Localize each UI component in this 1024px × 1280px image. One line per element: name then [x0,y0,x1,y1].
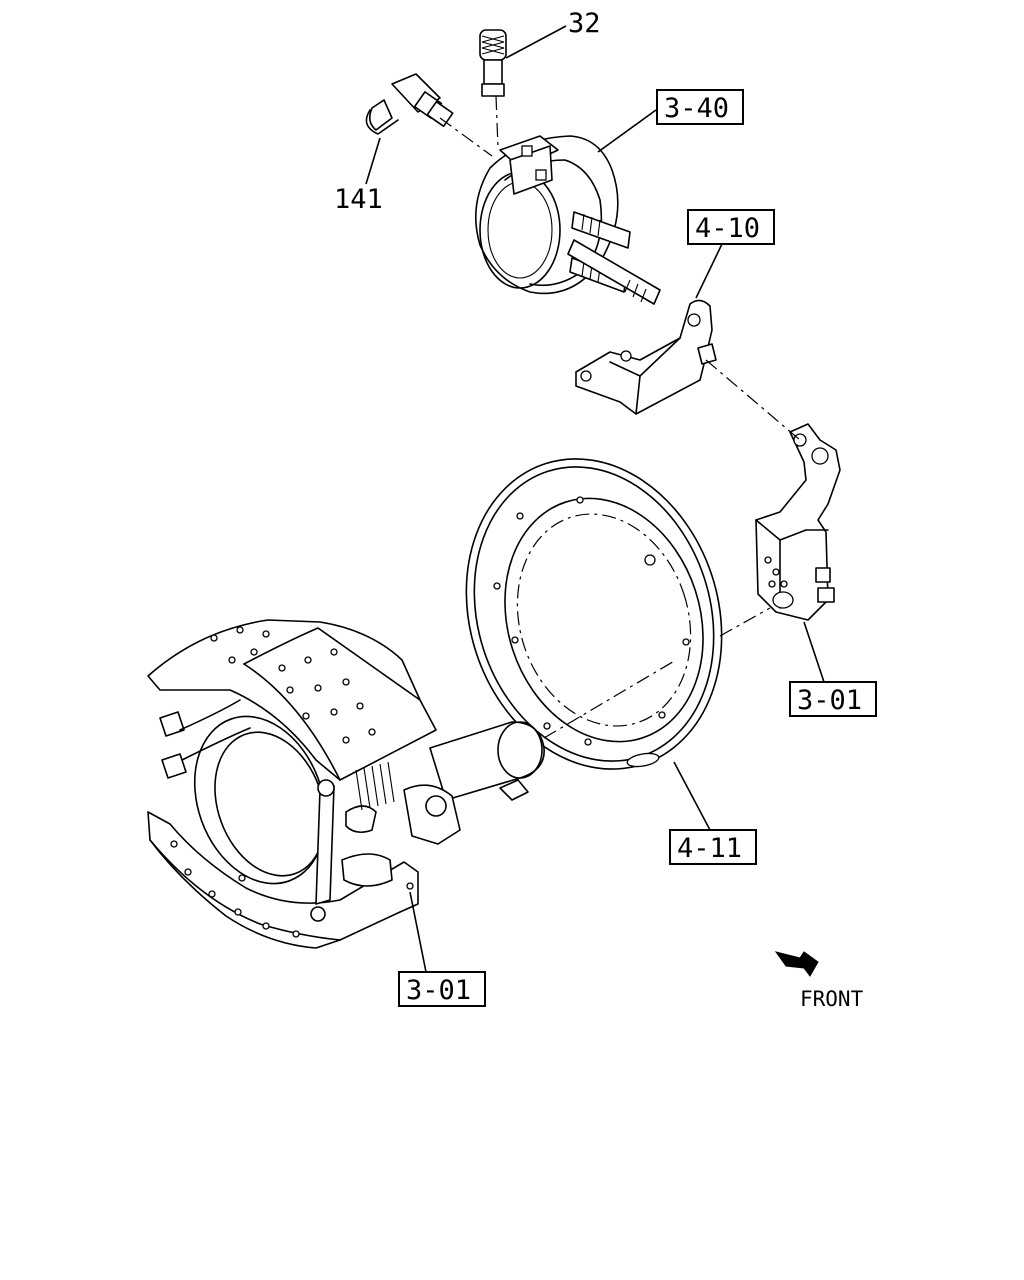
ref-label-3-01-bottom: 3-01 [406,975,471,1006]
ref-label-4-10: 4-10 [695,213,760,244]
ref-box-3-01-bottom [398,971,486,1007]
callout-32: 32 [568,8,601,39]
leader-lines [365,25,825,973]
ref-box-4-11 [669,829,757,865]
callout-141: 141 [334,184,383,215]
ref-box-3-40 [656,89,744,125]
slack-adjuster [755,423,841,621]
part-32-fitting [479,29,507,97]
ref-box-4-10 [687,209,775,245]
ref-label-4-11: 4-11 [677,833,742,864]
part-141-connector [365,73,454,135]
ref-label-3-40: 3-40 [664,93,729,124]
ref-label-3-01-right: 3-01 [797,685,862,716]
mounting-bracket [575,299,717,415]
backing-plate [465,458,723,770]
brake-shoe-assembly [147,619,545,949]
ref-box-3-01-right [789,681,877,717]
front-arrow-icon [774,951,819,977]
front-label: FRONT [800,987,864,1011]
brake-chamber [475,135,661,305]
alignment-lines [439,95,801,739]
